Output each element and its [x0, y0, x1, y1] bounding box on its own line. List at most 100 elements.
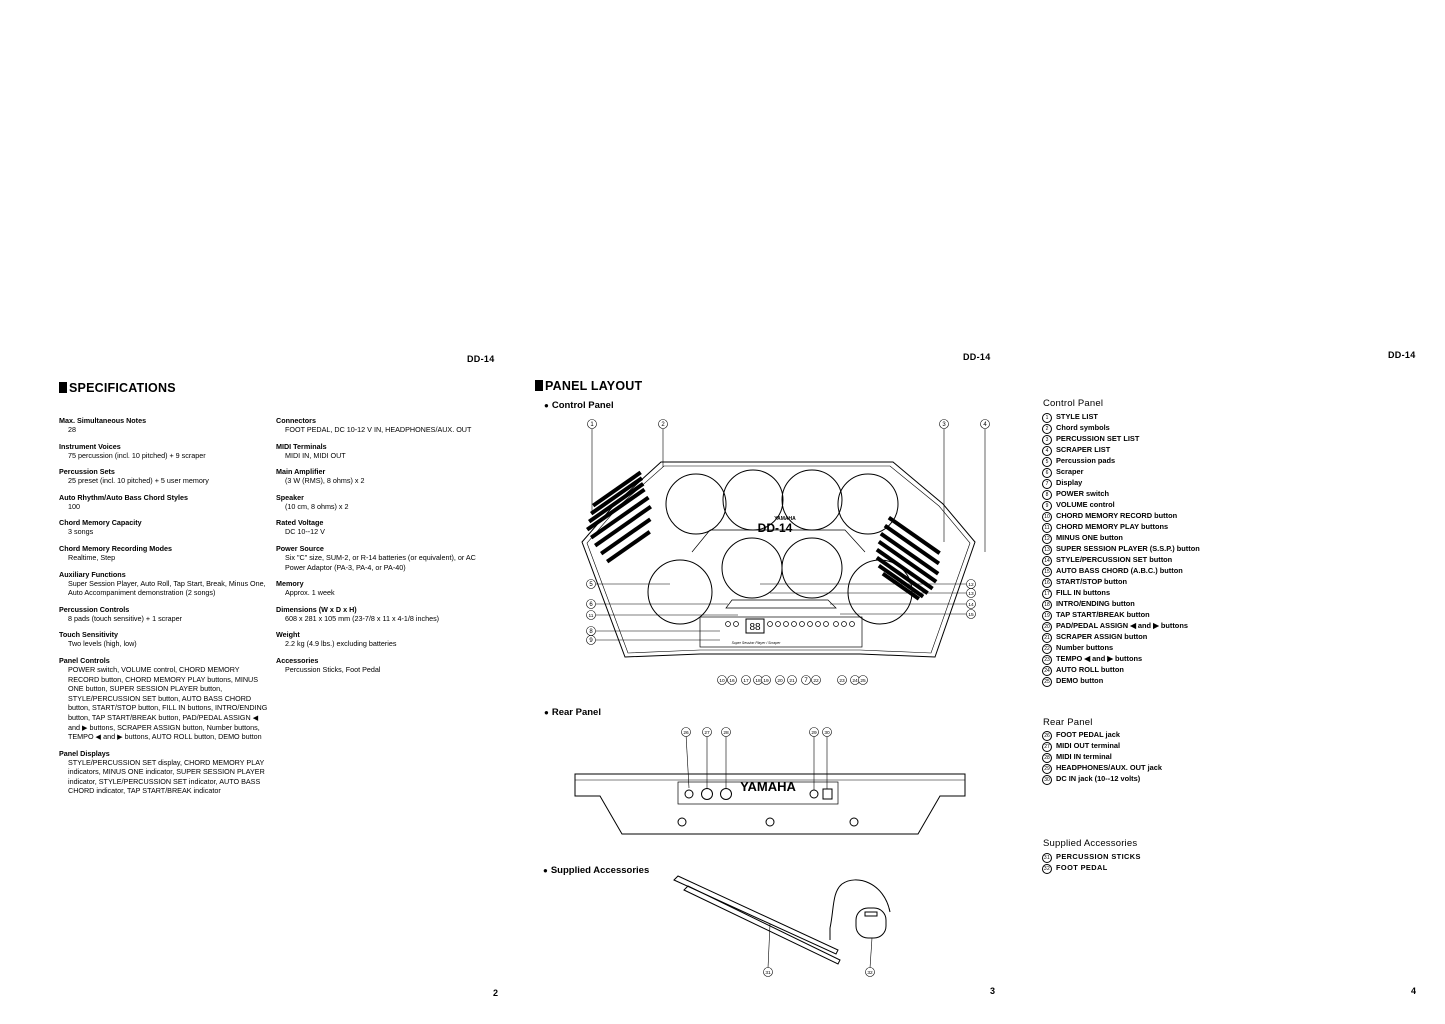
item-number: 6	[1042, 468, 1052, 478]
item-label: STYLE/PERCUSSION SET button	[1056, 555, 1173, 564]
callout-number: 16	[729, 678, 735, 684]
spec-value: (3 W (RMS), 8 ohms) x 2	[285, 476, 365, 486]
rear-panel-subtitle: ●Rear Panel	[544, 707, 601, 718]
callout-marker	[717, 675, 727, 685]
callout-marker	[761, 675, 771, 685]
spec-value: MIDI IN, MIDI OUT	[285, 450, 346, 460]
spec-label: Rated Voltage	[276, 518, 324, 528]
spec-value: 28	[68, 425, 76, 434]
item-label: MINUS ONE button	[1056, 533, 1123, 542]
item-number: 1	[1042, 413, 1052, 423]
spec-label: Panel Controls	[59, 655, 110, 665]
item-label: AUTO BASS CHORD (A.B.C.) button	[1056, 566, 1183, 575]
callout-marker	[858, 675, 868, 685]
item-label: Chord symbols	[1056, 423, 1110, 432]
list-item: 25 DEMO button	[1042, 676, 1200, 687]
spec-value: 75 percussion (incl. 10 pitched) + 9 scr…	[68, 450, 206, 460]
callout-number: 20	[777, 678, 783, 684]
callout-marker	[966, 588, 976, 598]
callout-number: 17	[743, 678, 749, 684]
callout-marker	[763, 967, 773, 977]
item-label: CHORD MEMORY PLAY buttons	[1056, 522, 1169, 531]
spec-value: 2.2 kg (4.9 lbs.) excluding batteries	[285, 639, 397, 649]
spec-label: Max. Simultaneous Notes	[59, 416, 147, 425]
callout-number: 3	[942, 422, 946, 428]
control-panel-diagram: 88 DD-14 YAMAHA Super Session Player / S…	[581, 419, 990, 685]
accessories-list-title: Supplied Accessories	[1043, 838, 1138, 849]
page-header-middle: DD-14	[963, 352, 991, 362]
item-number: 19	[1042, 611, 1052, 621]
item-number: 9	[1042, 501, 1052, 511]
item-number: 3	[1042, 435, 1052, 445]
callout-number: 2	[661, 422, 665, 428]
item-label: Number buttons	[1056, 643, 1114, 652]
callout-marker	[865, 967, 875, 977]
spec-label: Memory	[276, 579, 304, 589]
callout-marker	[586, 635, 596, 645]
item-number: 25	[1042, 677, 1052, 687]
page-number-left: 2	[493, 988, 499, 998]
callout-number: 9	[589, 638, 593, 644]
callout-number: 12	[968, 582, 974, 588]
callout-marker	[681, 727, 691, 737]
item-number: 29	[1042, 764, 1052, 774]
item-number: 14	[1042, 556, 1052, 566]
callout-marker	[939, 419, 949, 429]
spec-label: Main Amplifier	[276, 467, 326, 477]
callout-marker	[811, 675, 821, 685]
callout-number: 15	[968, 612, 974, 618]
item-label: SCRAPER ASSIGN button	[1056, 632, 1148, 641]
item-number: 10	[1042, 512, 1052, 522]
item-label: STYLE LIST	[1056, 412, 1098, 421]
callout-number: 1	[590, 422, 594, 428]
item-label: Scraper	[1056, 467, 1084, 476]
callout-number: 19	[763, 678, 769, 684]
callout-number: 7	[804, 678, 808, 684]
callout-number: 28	[723, 730, 729, 736]
spec-value: Two levels (high, low)	[68, 639, 137, 649]
item-label: AUTO ROLL button	[1056, 665, 1124, 674]
callout-marker	[775, 675, 785, 685]
callout-number: 6	[589, 602, 593, 608]
item-label: PERCUSSION STICKS	[1056, 852, 1141, 861]
spec-value: 25 preset (incl. 10 pitched) + 5 user me…	[68, 476, 209, 486]
item-number: 26	[1042, 731, 1052, 741]
item-number: 21	[1042, 633, 1052, 643]
panel-model-label: DD-14	[758, 521, 793, 535]
callout-marker	[980, 419, 990, 429]
item-number: 16	[1042, 578, 1052, 588]
spec-label: MIDI Terminals	[276, 441, 327, 451]
item-label: FOOT PEDAL	[1056, 863, 1108, 872]
spec-label: Touch Sensitivity	[59, 630, 118, 640]
item-label: SUPER SESSION PLAYER (S.S.P.) button	[1056, 544, 1200, 553]
callout-marker	[658, 419, 668, 429]
spec-value: Six "C" size, SUM-2, or R-14 batteries (…	[285, 552, 476, 572]
item-number: 32	[1042, 864, 1052, 874]
callout-number: 10	[719, 678, 725, 684]
panel-layout-title: PANEL LAYOUT	[535, 379, 642, 393]
panel-brand-label: YAMAHA	[774, 516, 796, 522]
callout-marker	[727, 675, 737, 685]
callout-marker	[586, 610, 596, 620]
callout-number: 24	[852, 678, 858, 684]
item-label: DEMO button	[1056, 676, 1104, 685]
spec-value: STYLE/PERCUSSION SET display, CHORD MEMO…	[68, 757, 265, 796]
callout-marker	[587, 419, 597, 429]
callout-number: 26	[683, 730, 689, 736]
spec-value: Approx. 1 week	[285, 588, 335, 598]
item-number: 2	[1042, 424, 1052, 434]
